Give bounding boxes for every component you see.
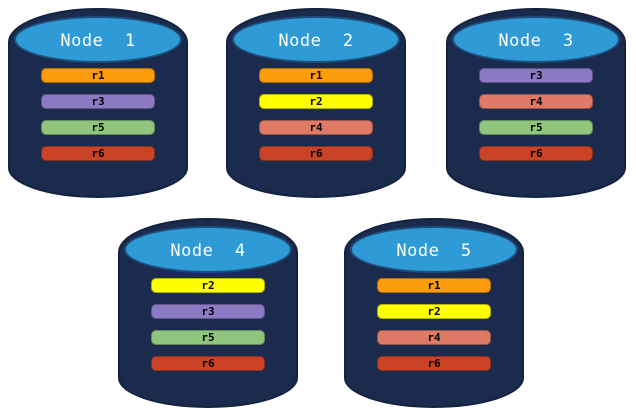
replica-bar: r6 <box>377 356 491 371</box>
cylinder-top-ellipse: Node 3 <box>452 16 620 63</box>
replica-bar: r5 <box>41 120 155 135</box>
replica-bar: r4 <box>479 94 593 109</box>
replica-bar: r2 <box>259 94 373 109</box>
node-title: Node 2 <box>278 30 354 51</box>
cylinder-top-ellipse: Node 5 <box>350 226 518 273</box>
replica-list: r1 r3 r5 r6 <box>41 68 155 172</box>
node-title: Node 5 <box>396 240 472 261</box>
replica-list: r1 r2 r4 r6 <box>377 278 491 382</box>
node-title: Node 3 <box>498 30 574 51</box>
replica-bar: r6 <box>479 146 593 161</box>
replica-bar: r6 <box>151 356 265 371</box>
replica-bar: r3 <box>151 304 265 319</box>
replica-bar: r1 <box>41 68 155 83</box>
replica-bar: r4 <box>259 120 373 135</box>
replica-bar: r1 <box>377 278 491 293</box>
replica-bar: r3 <box>479 68 593 83</box>
db-node-1: Node 1 r1 r3 r5 r6 <box>8 8 188 198</box>
replica-list: r3 r4 r5 r6 <box>479 68 593 172</box>
replica-bar: r6 <box>259 146 373 161</box>
cylinder-top-ellipse: Node 4 <box>124 226 292 273</box>
replica-bar: r5 <box>151 330 265 345</box>
replica-list: r2 r3 r5 r6 <box>151 278 265 382</box>
replica-bar: r6 <box>41 146 155 161</box>
replica-bar: r2 <box>151 278 265 293</box>
db-node-3: Node 3 r3 r4 r5 r6 <box>446 8 626 198</box>
replica-bar: r1 <box>259 68 373 83</box>
replica-bar: r3 <box>41 94 155 109</box>
db-node-5: Node 5 r1 r2 r4 r6 <box>344 218 524 408</box>
cylinder-top-ellipse: Node 2 <box>232 16 400 63</box>
db-node-2: Node 2 r1 r2 r4 r6 <box>226 8 406 198</box>
replica-bar: r2 <box>377 304 491 319</box>
node-title: Node 4 <box>170 240 246 261</box>
node-title: Node 1 <box>60 30 136 51</box>
replica-list: r1 r2 r4 r6 <box>259 68 373 172</box>
cylinder-top-ellipse: Node 1 <box>14 16 182 63</box>
db-node-4: Node 4 r2 r3 r5 r6 <box>118 218 298 408</box>
replica-bar: r5 <box>479 120 593 135</box>
replica-bar: r4 <box>377 330 491 345</box>
